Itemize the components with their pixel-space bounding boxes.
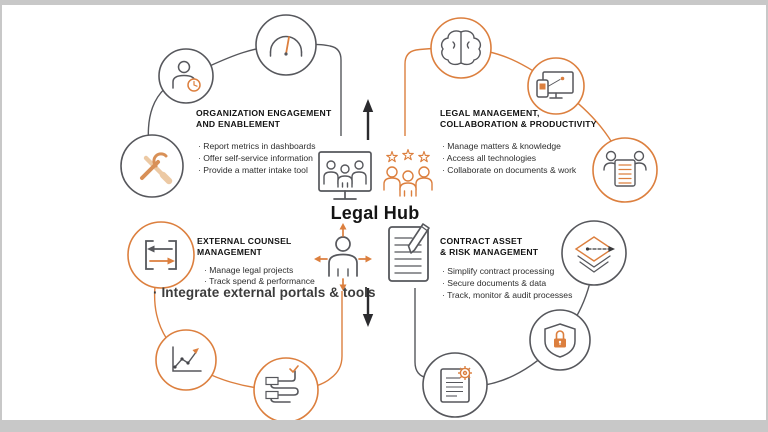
heading-legal-management: LEGAL MANAGEMENT, COLLABORATION & PRODUC… (440, 108, 597, 129)
node-circle-gauge (255, 14, 317, 76)
letterbox-right-edge (766, 0, 768, 432)
person-clock-icon (172, 60, 201, 92)
chart-icon (172, 346, 202, 372)
letterbox-left-edge (0, 0, 2, 432)
bullet-item: · Access all technologies (442, 153, 537, 163)
brain-icon (440, 30, 482, 66)
up-arrow-icon (362, 99, 374, 140)
letterbox-top-bar (0, 0, 768, 5)
heading-org-engagement: ORGANIZATION ENGAGEMENT AND ENABLEMENT (196, 108, 332, 129)
people-document-icon (603, 150, 647, 187)
node-circle-exchange (127, 221, 195, 289)
bullets-legal-management: · Manage matters & knowledge · Access al… (442, 140, 576, 176)
hub-title: Legal Hub (330, 203, 420, 223)
document-gear-icon (440, 366, 472, 403)
bullets-org-engagement: · Report metrics in dashboards · Offer s… (198, 140, 316, 176)
node-circle-workflow (253, 357, 319, 423)
letterbox-bottom-bar (0, 420, 768, 432)
bullets-contract-asset: · Simplify contract processing · Secure … (442, 265, 572, 301)
person-arrows-icon (314, 223, 372, 291)
bullets-external-counsel: · Manage legal projects · Track spend & … (204, 265, 315, 287)
bullet-item: · Manage legal projects (204, 265, 294, 275)
bullet-item: · Report metrics in dashboards (198, 141, 316, 151)
node-circle-chart (155, 329, 217, 391)
bullet-item: · Secure documents & data (442, 278, 547, 288)
devices-icon (536, 71, 574, 99)
bullet-item: · Manage matters & knowledge (442, 141, 561, 151)
bullet-item: · Provide a matter intake tool (198, 165, 308, 175)
workflow-icon (265, 365, 299, 403)
document-pencil-icon (388, 223, 430, 282)
bullet-item: · Track, monitor & audit processes (442, 290, 573, 300)
people-stars-icon (383, 148, 433, 197)
layers-icon (574, 236, 615, 273)
bullet-item: · Simplify contract processing (442, 266, 555, 276)
bullet-item: · Collaborate on documents & work (442, 165, 577, 175)
shield-lock-icon (544, 323, 576, 358)
bullet-item: · Offer self-service information (198, 153, 313, 163)
heading-contract-asset: CONTRACT ASSET & RISK MANAGEMENT (440, 236, 539, 257)
bullet-item: · Track spend & performance (204, 276, 315, 287)
monitor-people-icon (318, 151, 372, 200)
exchange-icon (145, 240, 177, 270)
tools-icon (140, 152, 173, 185)
bullet-integrate-portals-overlay: · Integrate external portals & tools (153, 285, 376, 300)
gauge-icon (269, 35, 303, 57)
heading-external-counsel: EXTERNAL COUNSEL MANAGEMENT (197, 236, 292, 257)
down-arrow-icon (362, 288, 374, 327)
